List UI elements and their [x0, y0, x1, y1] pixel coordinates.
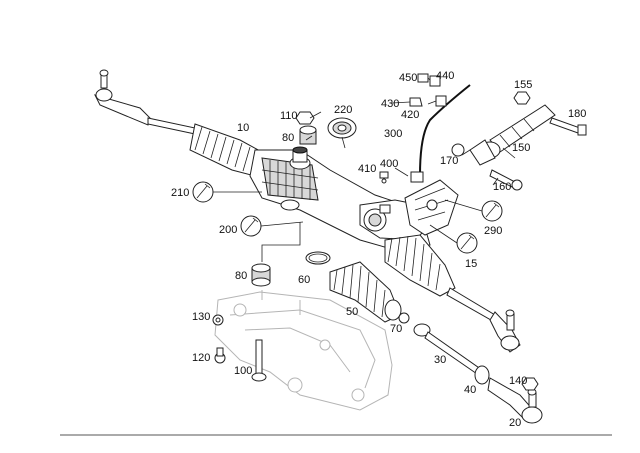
- coupling-170: [451, 143, 465, 157]
- clip-430: [409, 97, 423, 107]
- callout-40: 40: [464, 384, 476, 396]
- mount-80-upper: [299, 125, 317, 145]
- clip-450: [417, 73, 429, 83]
- callout-labels: 10 110 80 220 300 410 400 450 440 430 42…: [171, 70, 586, 429]
- subframe-ghost: [214, 290, 393, 411]
- callout-450: 450: [399, 72, 417, 84]
- callout-180: 180: [568, 108, 586, 120]
- tool-symbol-210: [192, 181, 214, 203]
- callout-120: 120: [192, 352, 210, 364]
- callout-430: 430: [381, 98, 399, 110]
- callout-220: 220: [334, 104, 352, 116]
- sensor-400: [410, 171, 424, 183]
- callout-150: 150: [512, 142, 530, 154]
- bolt-120: [214, 347, 226, 364]
- bolt-160: [489, 169, 523, 191]
- callout-110: 110: [280, 110, 298, 122]
- seal-220: [327, 117, 357, 139]
- bolt-180: [549, 117, 587, 136]
- nut-140: [521, 377, 539, 391]
- callout-30: 30: [434, 354, 446, 366]
- callout-50: 50: [346, 306, 358, 318]
- nut-40: [474, 365, 490, 385]
- bolt-100: [251, 339, 267, 382]
- callout-440: 440: [436, 70, 454, 82]
- tool-symbol-15: [456, 232, 478, 254]
- callout-170: 170: [440, 155, 458, 167]
- callout-80-upper: 80: [282, 132, 294, 144]
- leader-lines: [213, 77, 516, 262]
- callout-60: 60: [298, 274, 310, 286]
- callout-130: 130: [192, 311, 210, 323]
- callout-200: 200: [219, 224, 237, 236]
- callout-155: 155: [514, 79, 532, 91]
- tie-rod-end-right-upper: [489, 309, 521, 353]
- tie-rod-end-20: [487, 377, 543, 424]
- connector-420: [435, 95, 447, 107]
- intermediate-shaft-150: [469, 104, 556, 166]
- callout-70: 70: [390, 323, 402, 335]
- inner-tie-rod-30: [413, 323, 483, 377]
- callout-20: 20: [509, 417, 521, 429]
- tie-rod-end-left: [94, 69, 196, 135]
- cable-300: [419, 84, 471, 176]
- plug-440: [429, 75, 441, 87]
- callout-80-lower: 80: [235, 270, 247, 282]
- bellows-right: [384, 234, 501, 325]
- callout-400: 400: [380, 158, 398, 170]
- mount-80-lower: [251, 263, 271, 287]
- nut-70: [398, 312, 410, 324]
- callout-160: 160: [493, 181, 511, 193]
- callout-410: 410: [358, 163, 376, 175]
- callout-10: 10: [237, 122, 249, 134]
- callout-420: 420: [401, 109, 419, 121]
- callout-300: 300: [384, 128, 402, 140]
- tool-symbol-290: [481, 200, 503, 222]
- nut-110: [295, 111, 315, 125]
- callout-290: 290: [484, 225, 502, 237]
- tool-symbol-200: [240, 215, 262, 237]
- washer-130: [212, 314, 224, 326]
- callout-140: 140: [509, 375, 527, 387]
- callout-210: 210: [171, 187, 189, 199]
- callout-15: 15: [465, 258, 477, 270]
- connector-410: [379, 171, 389, 184]
- rack-housing: [249, 146, 459, 251]
- callout-100: 100: [234, 365, 252, 377]
- clamp-60: [305, 251, 331, 265]
- nut-155: [513, 91, 531, 105]
- bellows-50: [329, 261, 402, 323]
